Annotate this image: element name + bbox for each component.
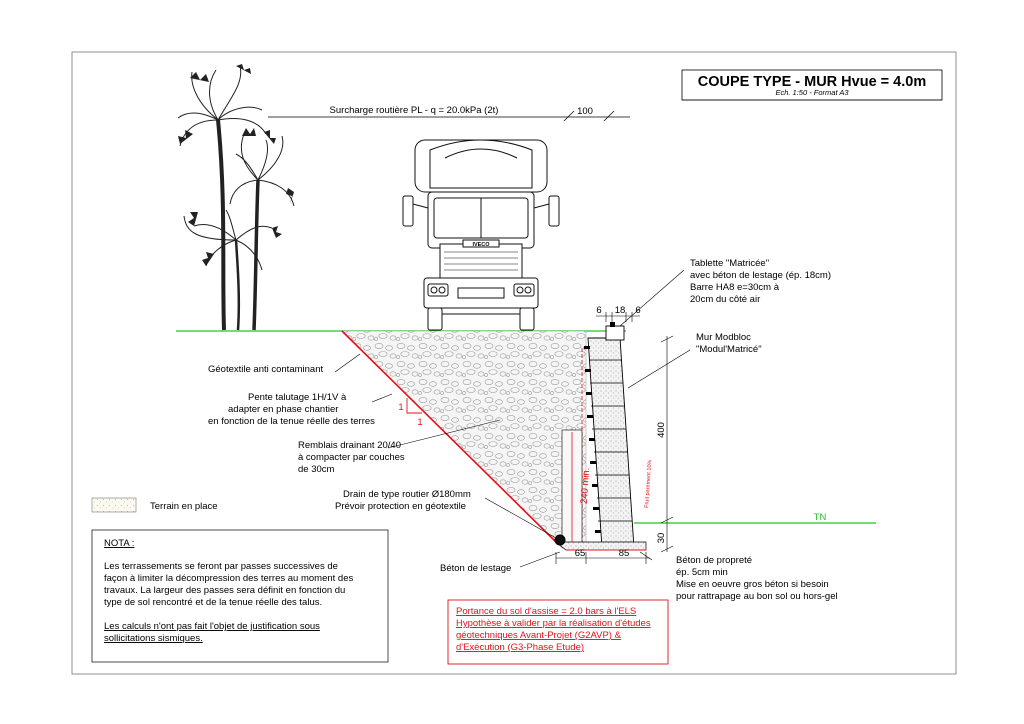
svg-text:pour rattrapage au bon sol ou: pour rattrapage au bon sol ou hors-gel (676, 591, 838, 602)
title-block: COUPE TYPE - MUR Hvue = 4.0m Ech. 1:50 -… (681, 69, 943, 101)
svg-text:"Modul'Matricé": "Modul'Matricé" (696, 344, 762, 355)
svg-text:de 30cm: de 30cm (298, 464, 335, 475)
slope-indicator: 1 1 (398, 398, 423, 428)
svg-text:ép. 5cm min: ép. 5cm min (676, 567, 728, 578)
tn-label: TN (814, 512, 827, 523)
slope-h: 1 (417, 417, 422, 428)
svg-text:en fonction de la tenue réelle: en fonction de la tenue réelle des terre… (208, 416, 375, 427)
nota-heading: NOTA : (104, 538, 134, 549)
label-remblais: Remblais drainant 20/40 à compacter par … (298, 440, 405, 475)
title-scale: Ech. 1:50 - Format A3 (775, 88, 849, 97)
svg-text:Portance du sol d'assise = 2.0: Portance du sol d'assise = 2.0 bars à l'… (456, 606, 636, 617)
svg-text:Mur Modbloc: Mur Modbloc (696, 332, 751, 343)
svg-text:d'Exécution (G3-Phase Etude): d'Exécution (G3-Phase Etude) (456, 642, 584, 653)
dim-height: 400 (656, 422, 667, 438)
svg-text:Remblais drainant 20/40: Remblais drainant 20/40 (298, 440, 401, 451)
svg-text:Tablette "Matricée": Tablette "Matricée" (690, 258, 769, 269)
svg-text:sollicitations sismiques.: sollicitations sismiques. (104, 633, 203, 644)
svg-text:Les terrassements se feront pa: Les terrassements se feront par passes s… (104, 561, 338, 572)
dim-bottom-left: 65 (575, 548, 586, 559)
surcharge-label: Surcharge routière PL - q = 20.0kPa (2t) (330, 105, 499, 116)
svg-text:Terrain en place: Terrain en place (150, 501, 218, 512)
drain-pipe (554, 534, 566, 546)
slope-v: 1 (398, 402, 403, 413)
svg-text:façon à limiter la décompressi: façon à limiter la décompression des ter… (104, 573, 353, 584)
height-dim (660, 335, 674, 553)
tablette-coping (605, 325, 625, 341)
surcharge-dim: 100 (577, 106, 593, 117)
dim-min-len: 240 min. (579, 467, 593, 504)
beton-proprete (555, 541, 647, 551)
svg-text:Béton de propreté: Béton de propreté (676, 555, 752, 566)
svg-text:géotechniques Avant-Projet (G2: géotechniques Avant-Projet (G2AVP) & (456, 630, 622, 641)
dim-top-mid: 18 (615, 305, 626, 316)
truck-icon: IVECO (402, 139, 560, 331)
svg-text:Mise en oeuvre gros béton si b: Mise en oeuvre gros béton si besoin (676, 579, 829, 590)
label-drain: Drain de type routier Ø180mm Prévoir pro… (335, 489, 471, 512)
svg-text:avec béton de lestage (ép. 18c: avec béton de lestage (ép. 18cm) (690, 270, 831, 281)
svg-text:Barre HA8 e=30cm à: Barre HA8 e=30cm à (690, 282, 780, 293)
portance-box: Portance du sol d'assise = 2.0 bars à l'… (447, 599, 669, 665)
label-beton-lestage: Béton de lestage (440, 563, 511, 574)
wall-modbloc: Fruit parement 10% (584, 322, 653, 549)
svg-text:type de sol rencontré et de la: type de sol rencontré et de la tenue rée… (104, 597, 322, 608)
title-text: COUPE TYPE - MUR Hvue = 4.0m (698, 74, 926, 90)
sheet-frame (71, 51, 957, 675)
fruit-label: Fruit parement 10% (644, 459, 653, 508)
truck-brand: IVECO (472, 242, 490, 248)
top-dims (596, 312, 640, 322)
dim-bottom-right: 85 (619, 548, 630, 559)
svg-text:adapter en phase chantier: adapter en phase chantier (228, 404, 338, 415)
svg-text:travaux. La largeur des passes: travaux. La largeur des passes sera défi… (104, 585, 345, 596)
label-tablette: Tablette "Matricée" avec béton de lestag… (690, 258, 831, 305)
label-geotextile: Géotextile anti contaminant (208, 364, 323, 375)
surcharge-annotation: Surcharge routière PL - q = 20.0kPa (2t)… (268, 105, 630, 122)
svg-text:Pente talutage 1H/1V à: Pente talutage 1H/1V à (248, 392, 347, 403)
svg-text:Drain de type routier Ø180mm: Drain de type routier Ø180mm (343, 489, 471, 500)
svg-text:Hypothèse à valider par la réa: Hypothèse à valider par la réalisation d… (456, 618, 651, 629)
leader-lines (334, 269, 691, 568)
label-beton-proprete: Béton de propreté ép. 5cm min Mise en oe… (676, 555, 838, 602)
svg-text:20cm du côté air: 20cm du côté air (690, 294, 760, 305)
label-mur: Mur Modbloc "Modul'Matricé" (696, 332, 762, 355)
bottom-dims (555, 552, 650, 564)
svg-text:Les calculs n'ont pas fait l'o: Les calculs n'ont pas fait l'objet de ju… (104, 621, 320, 632)
label-pente: Pente talutage 1H/1V à adapter en phase … (208, 392, 375, 427)
svg-text:Prévoir protection en géotexti: Prévoir protection en géotextile (335, 501, 466, 512)
nota-box: NOTA : Les terrassements se feront par p… (91, 529, 389, 663)
legend-terrain: Terrain en place (91, 497, 218, 513)
palm-tree-icon (177, 64, 295, 331)
svg-text:à compacter par couches: à compacter par couches (298, 452, 405, 463)
dim-top-left: 6 (596, 305, 601, 316)
dim-embed: 30 (656, 533, 667, 544)
